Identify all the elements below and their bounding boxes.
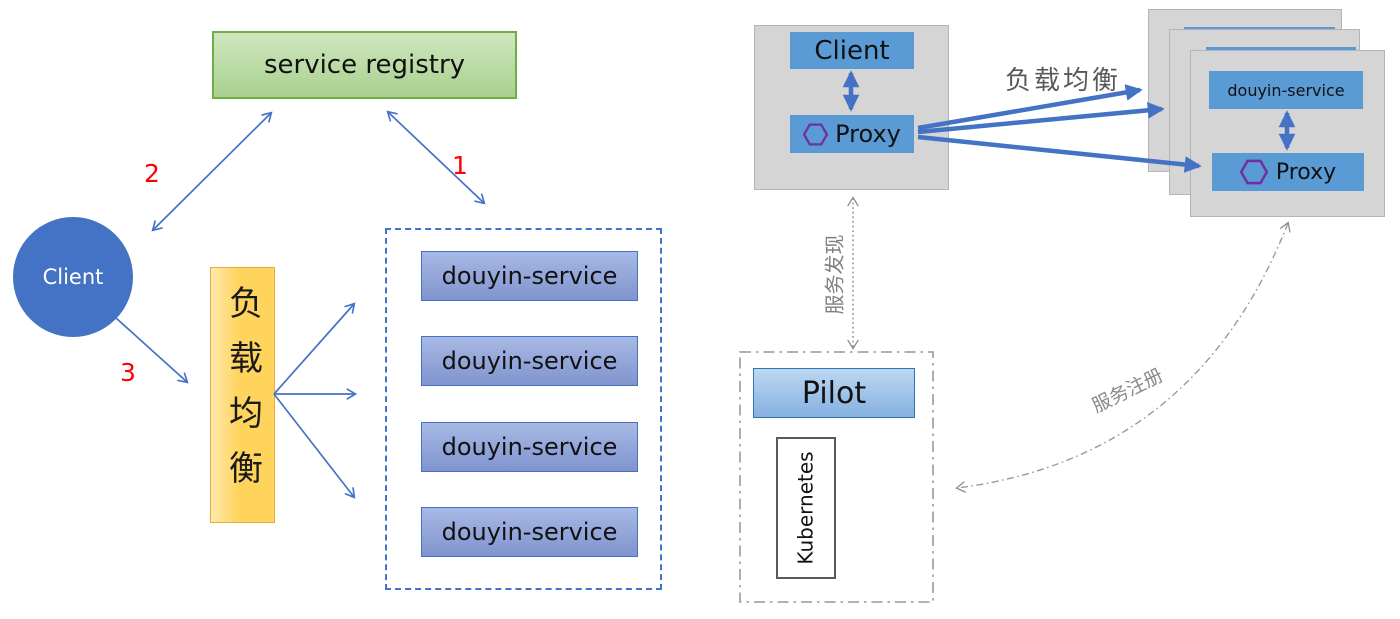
hexagon-icon	[803, 122, 829, 146]
client-circle: Client	[13, 217, 133, 337]
right-client-box: Client	[790, 32, 914, 69]
kubernetes-label: Kubernetes	[794, 451, 818, 565]
pilot-label: Pilot	[801, 375, 867, 411]
step-1-label: 1	[452, 151, 468, 180]
step-3-label: 3	[120, 358, 136, 387]
service-registry-box: service registry	[212, 31, 517, 99]
service-registry-label: service registry	[263, 50, 466, 80]
step-2-label: 2	[144, 159, 160, 188]
right-proxy-label: Proxy	[835, 120, 901, 148]
service-group-dashed-box	[385, 228, 662, 590]
douyin-service-label: douyin-service	[441, 262, 618, 290]
douyin-service-label: douyin-service	[441, 347, 618, 375]
service-card-front: douyin-service Proxy	[1190, 50, 1385, 217]
front-proxy-label: Proxy	[1275, 159, 1337, 185]
douyin-service-box-4: douyin-service	[421, 507, 638, 557]
right-proxy-box: Proxy	[790, 115, 914, 153]
service-register-label: 服务注册	[1088, 364, 1167, 418]
service-discovery-label: 服务发现	[822, 234, 847, 315]
front-douyin-service-label: douyin-service	[1227, 80, 1345, 100]
douyin-service-box-2: douyin-service	[421, 336, 638, 386]
kubernetes-box: Kubernetes	[776, 437, 836, 579]
arrow-registry-services	[386, 110, 486, 205]
client-group-card: Client Proxy	[754, 25, 949, 190]
hexagon-icon	[1239, 159, 1268, 185]
arrow-client-registry	[151, 111, 273, 232]
douyin-service-label: douyin-service	[441, 518, 618, 546]
client-label: Client	[42, 265, 104, 289]
pilot-box: Pilot	[753, 368, 915, 418]
load-balancer-box: 负载均衡	[210, 267, 275, 523]
arrow-lb-service-3	[273, 393, 356, 499]
load-balancer-label: 负载均衡	[222, 285, 263, 505]
front-douyin-service-box: douyin-service	[1209, 71, 1363, 109]
front-proxy-box: Proxy	[1212, 153, 1364, 191]
douyin-service-box-3: douyin-service	[421, 422, 638, 472]
load-balance-label: 负载均衡	[1004, 66, 1121, 96]
right-client-label: Client	[814, 35, 890, 66]
douyin-service-box-1: douyin-service	[421, 251, 638, 301]
arrow-proxy-card-middle	[917, 102, 1165, 135]
douyin-service-label: douyin-service	[441, 433, 618, 461]
arrow-lb-service-1	[273, 302, 356, 395]
arrow-service-register	[955, 221, 1291, 493]
